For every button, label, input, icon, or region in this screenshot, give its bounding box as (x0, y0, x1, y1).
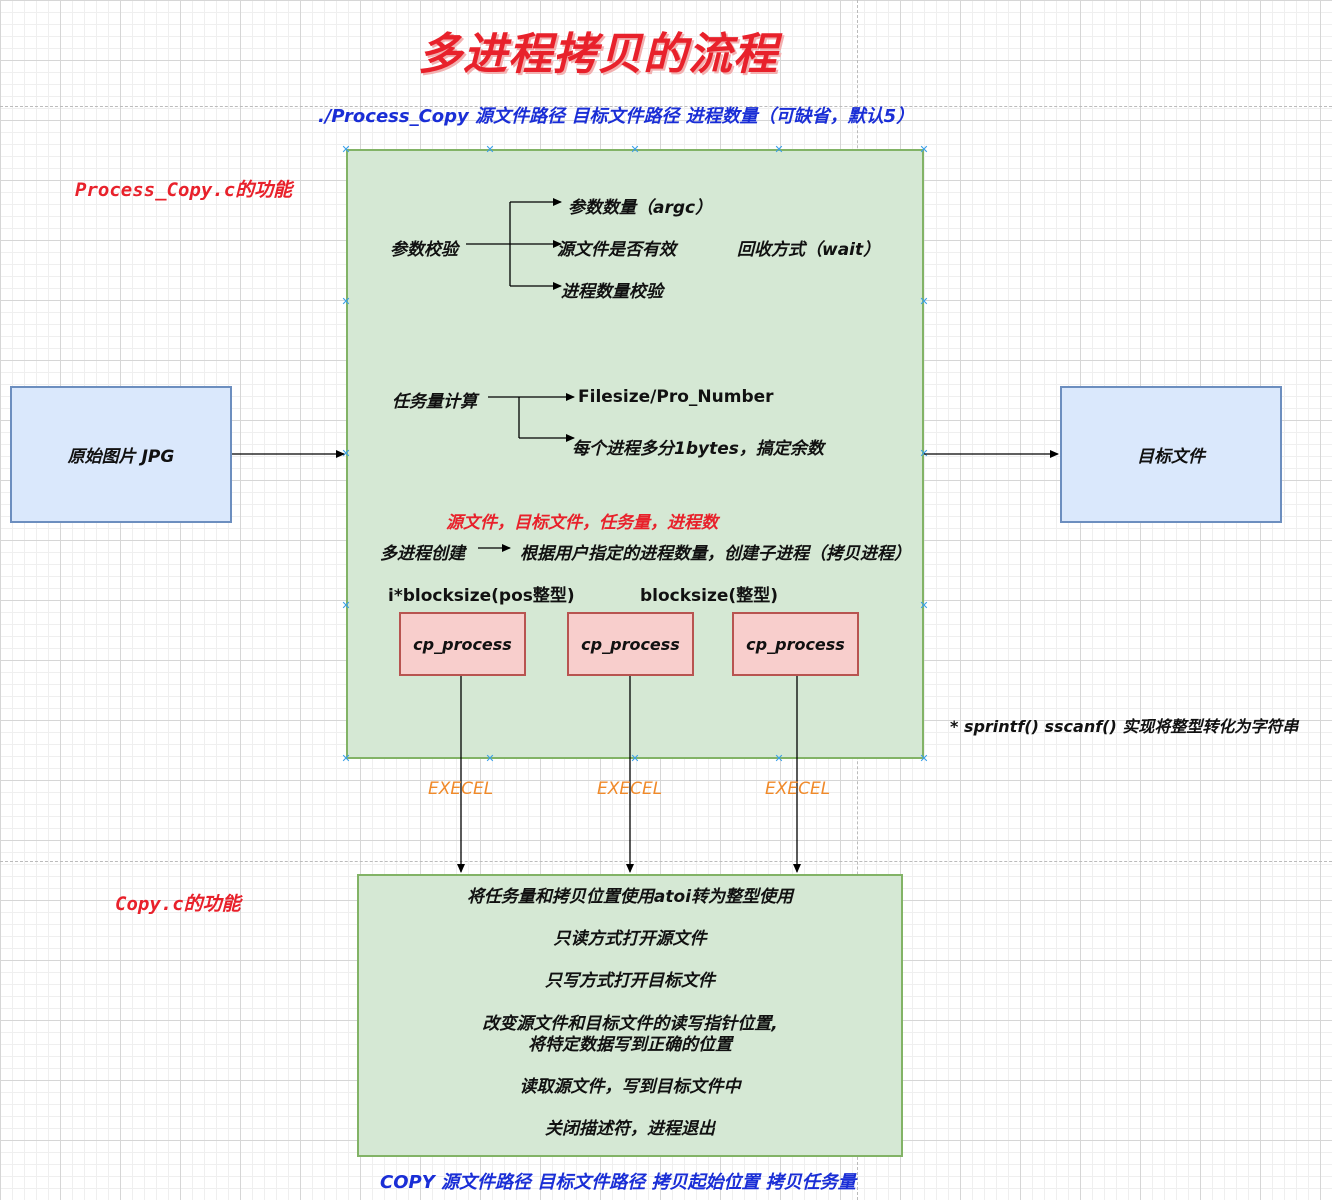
selection-handle[interactable]: ✕ (341, 752, 351, 765)
copy-step-2: 只读方式打开源文件 (553, 929, 707, 949)
selection-handle[interactable]: ✕ (341, 599, 351, 612)
selection-handle[interactable]: ✕ (485, 752, 495, 765)
diagram-title: 多进程拷贝的流程 (418, 29, 778, 80)
cp-process-box-3[interactable]: cp_process (732, 612, 859, 676)
source-image-label: 原始图片 JPG (67, 447, 175, 467)
command-usage: ./Process_Copy 源文件路径 目标文件路径 进程数量（可缺省，默认5… (318, 106, 915, 127)
task-calc-formula: Filesize/Pro_Number (578, 387, 774, 407)
copy-step-3: 只写方式打开目标文件 (545, 971, 715, 991)
process-copy-heading: Process_Copy.c的功能 (75, 179, 293, 201)
target-file-box[interactable]: 目标文件 (1060, 386, 1282, 523)
task-calc-label: 任务量计算 (392, 392, 477, 412)
target-file-label: 目标文件 (1137, 447, 1205, 467)
copy-step-4b: 将特定数据写到正确的位置 (528, 1035, 732, 1055)
cp-process-box-2[interactable]: cp_process (567, 612, 694, 676)
selection-handle[interactable]: ✕ (919, 752, 929, 765)
execel-label-3: EXECEL (765, 779, 831, 799)
cp-process-label: cp_process (581, 634, 680, 654)
task-calc-remainder: 每个进程多分1bytes，搞定余数 (572, 439, 824, 459)
execel-label-1: EXECEL (428, 779, 494, 799)
selection-handle[interactable]: ✕ (919, 295, 929, 308)
copy-step-6: 关闭描述符，进程退出 (545, 1119, 715, 1139)
selection-handle[interactable]: ✕ (341, 447, 351, 460)
sprintf-note: * sprintf() sscanf() 实现将整型转化为字符串 (950, 717, 1299, 736)
copy-usage: COPY 源文件路径 目标文件路径 拷贝起始位置 拷贝任务量 (380, 1172, 856, 1193)
recycle-method-label: 回收方式（wait） (737, 240, 881, 260)
copy-step-5: 读取源文件，写到目标文件中 (519, 1077, 741, 1097)
selection-handle[interactable]: ✕ (919, 599, 929, 612)
selection-handle[interactable]: ✕ (630, 752, 640, 765)
param-item-source-valid: 源文件是否有效 (557, 240, 676, 260)
cp-process-box-1[interactable]: cp_process (399, 612, 526, 676)
pos-label: i*blocksize(pos整型) (388, 586, 575, 606)
selection-handle[interactable]: ✕ (630, 143, 640, 156)
guide-line (0, 106, 1332, 107)
selection-handle[interactable]: ✕ (341, 295, 351, 308)
param-check-label: 参数校验 (390, 240, 458, 260)
cp-process-label: cp_process (413, 634, 512, 654)
param-item-process-count: 进程数量校验 (561, 282, 663, 302)
create-label: 多进程创建 (380, 544, 465, 564)
copy-step-4: 改变源文件和目标文件的读写指针位置, (482, 1014, 778, 1034)
source-image-box[interactable]: 原始图片 JPG (10, 386, 232, 523)
copy-heading: Copy.c的功能 (115, 893, 241, 915)
cp-process-label: cp_process (746, 634, 845, 654)
copy-step-1: 将任务量和拷贝位置使用atoi转为整型使用 (466, 887, 794, 907)
param-item-argc: 参数数量（argc） (568, 198, 713, 218)
execel-label-2: EXECEL (597, 779, 663, 799)
args-note: 源文件，目标文件，任务量，进程数 (446, 513, 718, 533)
copy-container[interactable]: 将任务量和拷贝位置使用atoi转为整型使用 只读方式打开源文件 只写方式打开目标… (357, 874, 903, 1157)
guide-line (0, 861, 1332, 862)
selection-handle[interactable]: ✕ (919, 143, 929, 156)
selection-handle[interactable]: ✕ (774, 143, 784, 156)
selection-handle[interactable]: ✕ (485, 143, 495, 156)
selection-handle[interactable]: ✕ (341, 143, 351, 156)
blocksize-label: blocksize(整型) (640, 586, 778, 606)
selection-handle[interactable]: ✕ (774, 752, 784, 765)
create-desc: 根据用户指定的进程数量，创建子进程（拷贝进程） (520, 544, 911, 564)
